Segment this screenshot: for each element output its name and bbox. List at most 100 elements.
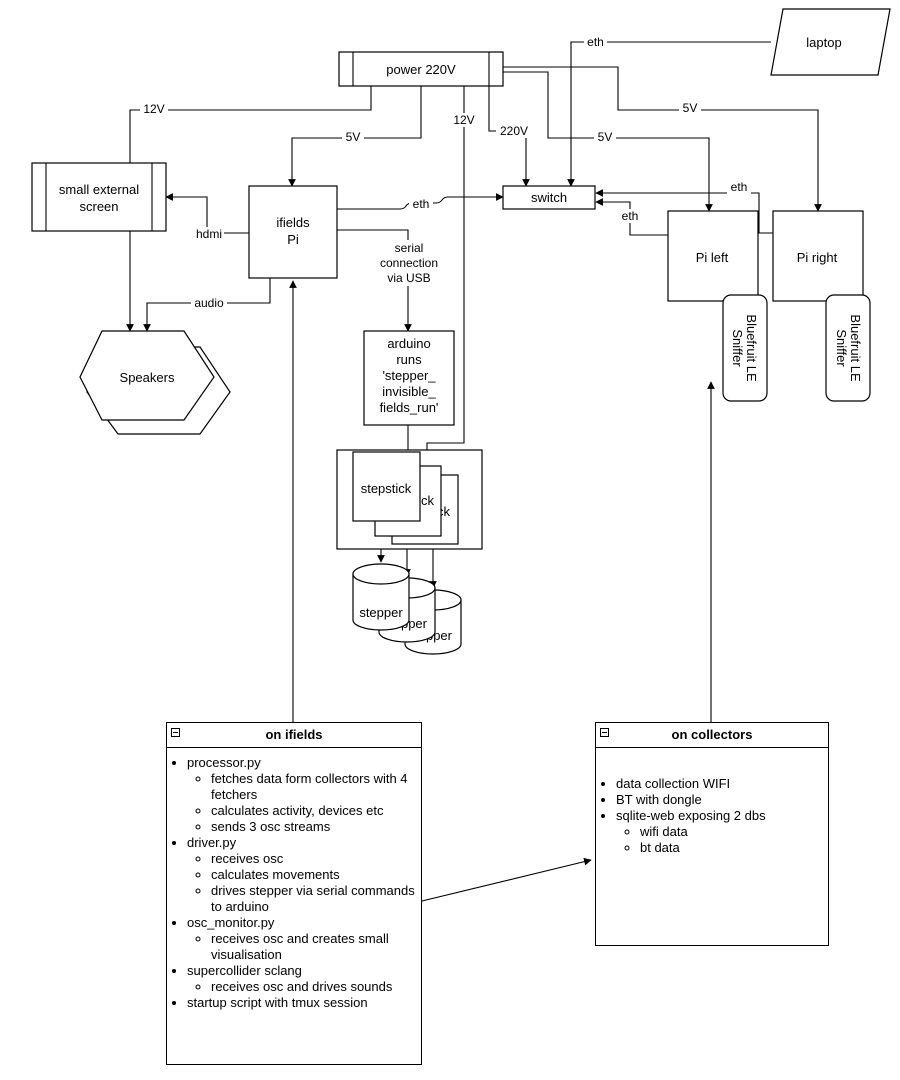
collapse-icon[interactable] <box>600 728 609 737</box>
list-item-text: fetches data form collectors with 4 fetc… <box>211 771 408 802</box>
edge-power-screen <box>129 86 372 163</box>
sniffer-right-label-2: Sniffer <box>834 329 849 367</box>
list-item: calculates activity, devices etc <box>211 803 421 819</box>
arduino-label-5: fields_run' <box>380 400 439 415</box>
node-switch: switch <box>502 185 596 210</box>
list-item: BT with dongle <box>616 792 828 808</box>
list-item: supercollider sclang receives osc and dr… <box>187 963 421 995</box>
list-item: osc_monitor.py receives osc and creates … <box>187 915 421 963</box>
sniffer-left-label-1: Bluefruit LE <box>744 314 759 382</box>
list-item: driver.py receives osc calculates moveme… <box>187 835 421 915</box>
sniffer-right-label-1: Bluefruit LE <box>848 314 863 382</box>
list-item-text: osc_monitor.py <box>187 915 275 930</box>
list-item: data collection WIFI <box>616 776 828 792</box>
list-item-text: bt data <box>640 840 680 855</box>
list-item-text: drives stepper via serial commands to ar… <box>211 883 415 914</box>
edge-ifields-screen <box>165 193 249 234</box>
stepper-1: stepper <box>352 563 410 631</box>
arduino-label-3: 'stepper_ <box>382 368 436 383</box>
label-serial-3: via USB <box>387 271 430 285</box>
node-arduino: arduino runs 'stepper_ invisible_ fields… <box>363 330 455 426</box>
collapse-icon[interactable] <box>171 728 180 737</box>
list-item-text: driver.py <box>187 835 237 850</box>
screen-label-2: screen <box>79 199 118 214</box>
ifields-list: processor.py fetches data form collector… <box>167 755 421 1011</box>
arduino-label-1: arduino <box>387 336 430 351</box>
node-stepstick-group: ck ck stepstick <box>336 449 483 550</box>
label-5v-ifields: 5V <box>346 130 361 144</box>
edge-pi-right-switch <box>595 189 773 234</box>
node-stepper-group: pper pper stepper <box>352 563 462 655</box>
list-item-text: receives osc and creates small visualisa… <box>211 931 389 962</box>
power-label: power 220V <box>386 62 456 77</box>
edge-power-pi-left <box>503 71 713 212</box>
label-eth-pi-left: eth <box>622 209 639 223</box>
list-item-text: receives osc and drives sounds <box>211 979 393 994</box>
ifields-label-1: ifields <box>276 215 310 230</box>
panel-on-ifields: on ifields processor.py fetches data for… <box>166 722 422 1065</box>
list-item-text: BT with dongle <box>616 792 702 807</box>
list-item: fetches data form collectors with 4 fetc… <box>211 771 421 803</box>
label-12v-stepstick: 12V <box>453 113 474 127</box>
list-item: receives osc and drives sounds <box>211 979 421 995</box>
panel-ifields-title: on ifields <box>265 727 323 742</box>
node-laptop: laptop <box>770 8 891 76</box>
pi-left-label: Pi left <box>696 250 729 265</box>
node-sniffer-right: Bluefruit LE Sniffer <box>825 294 871 402</box>
screen-label-1: small external <box>59 182 139 197</box>
pi-right-label: Pi right <box>797 250 838 265</box>
label-eth-laptop: eth <box>587 35 604 49</box>
laptop-label: laptop <box>806 35 841 50</box>
list-item-text: startup script with tmux session <box>187 995 368 1010</box>
list-item: drives stepper via serial commands to ar… <box>211 883 421 915</box>
panel-on-collectors: on collectors data collection WIFI BT wi… <box>595 722 829 946</box>
panel-collectors-title: on collectors <box>671 727 753 742</box>
list-item-text: calculates activity, devices etc <box>211 803 384 818</box>
edge-ifields-arduino <box>337 229 412 332</box>
switch-label: switch <box>531 190 567 205</box>
label-5v-pi-left: 5V <box>598 130 613 144</box>
node-sniffer-left: Bluefruit LE Sniffer <box>722 294 768 402</box>
label-hdmi: hdmi <box>196 227 222 241</box>
list-item: receives osc and creates small visualisa… <box>211 931 421 963</box>
edge-labels: eth 12V 5V 12V 220V 5V 5V eth eth eth hd… <box>140 35 751 310</box>
label-audio: audio <box>194 296 224 310</box>
list-item-text: supercollider sclang <box>187 963 302 978</box>
label-serial-1: serial <box>395 241 424 255</box>
list-item: sqlite-web exposing 2 dbs wifi data bt d… <box>616 808 828 856</box>
list-item: sends 3 osc streams <box>211 819 421 835</box>
list-item-text: sends 3 osc streams <box>211 819 331 834</box>
list-item-text: processor.py <box>187 755 261 770</box>
speakers-label: Speakers <box>120 370 175 385</box>
arduino-label-2: runs <box>396 352 422 367</box>
label-eth-ifields: eth <box>413 197 430 211</box>
label-5v-pi-right: 5V <box>683 101 698 115</box>
stepstick-1-label: stepstick <box>361 481 412 496</box>
edge-laptop-switch <box>567 41 771 187</box>
label-serial-2: connection <box>380 256 438 270</box>
list-item: processor.py fetches data form collector… <box>187 755 421 835</box>
list-item: bt data <box>640 840 828 856</box>
arduino-label-4: invisible_ <box>382 384 436 399</box>
label-12v-screen: 12V <box>143 102 164 116</box>
list-item: wifi data <box>640 824 828 840</box>
node-small-external-screen: small external screen <box>31 162 167 232</box>
list-item-text: sqlite-web exposing 2 dbs <box>616 808 766 823</box>
list-item-text: receives osc <box>211 851 284 866</box>
node-pi-left: Pi left <box>667 210 759 302</box>
list-item: startup script with tmux session <box>187 995 421 1011</box>
edge-panels <box>421 857 592 902</box>
label-eth-pi-right: eth <box>731 180 748 194</box>
node-ifields-pi: ifields Pi <box>248 185 338 279</box>
stepstick-1 <box>352 451 421 522</box>
sniffer-left-label-2: Sniffer <box>730 329 745 367</box>
stepper-1-label: stepper <box>359 605 403 620</box>
list-item-text: wifi data <box>640 824 688 839</box>
collectors-list: data collection WIFI BT with dongle sqli… <box>596 776 828 856</box>
list-item-text: calculates movements <box>211 867 340 882</box>
list-item: calculates movements <box>211 867 421 883</box>
list-item-text: data collection WIFI <box>616 776 731 791</box>
list-item: receives osc <box>211 851 421 867</box>
node-pi-right: Pi right <box>772 210 864 302</box>
